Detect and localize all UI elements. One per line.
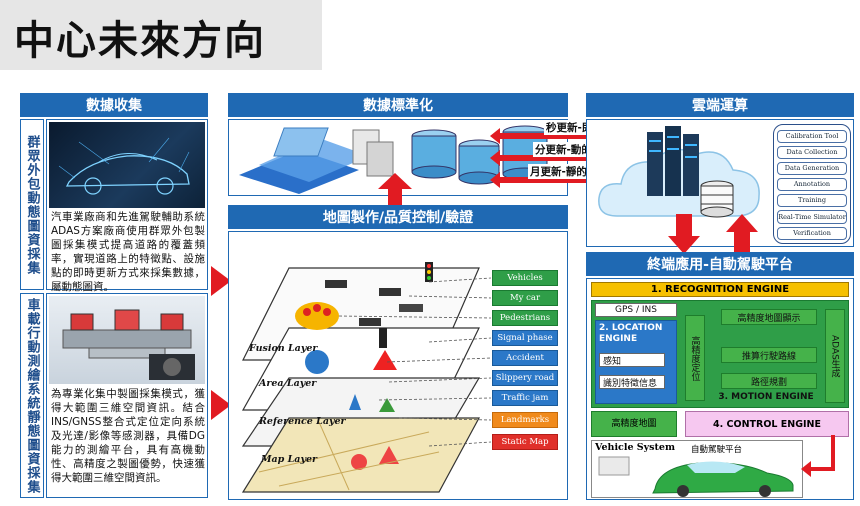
hd-map-box: 高精度地圖	[591, 411, 677, 437]
car-illustration-icon	[598, 456, 794, 497]
page-title: 中心未來方向	[14, 18, 266, 64]
control-engine-box: 4. CONTROL ENGINE	[685, 411, 849, 437]
cloud-item: Verification	[777, 227, 847, 240]
tag-pedestrians: Pedestrians	[492, 310, 558, 326]
standard-header: 數據標準化	[228, 93, 568, 117]
area-layer-label: Area Layer	[259, 378, 317, 389]
motion-engine-label: 3. MOTION ENGINE	[718, 392, 814, 402]
map-layers-graphic	[241, 262, 492, 493]
cloud-item: Data Collection	[777, 146, 847, 159]
vehicle-label: 車載行動測繪系統靜態圖資採集	[20, 293, 44, 498]
vehicle-panel: 為專業化集中製圖採集模式，獲得大範圍三維空間資訊。結合INS/GNSS整合式定位…	[46, 293, 208, 498]
map-layer-label: Map Layer	[261, 454, 318, 465]
auto-platform-label: 自動駕駛平台	[691, 445, 743, 455]
cloud-item: Data Generation	[777, 162, 847, 175]
cloud-item: Calibration Tool	[777, 130, 847, 143]
title-banner	[0, 0, 322, 70]
tag-my-car: My car	[492, 290, 558, 306]
crowd-label: 群眾外包動態圖資採集	[20, 119, 44, 290]
location-engine-label: 2. LOCATION ENGINE	[599, 323, 663, 344]
collect-header: 數據收集	[20, 93, 208, 117]
map-prod-panel: Fusion Layer Area Layer Reference Layer …	[228, 231, 568, 500]
cloud-tools-box	[773, 124, 851, 244]
reference-layer-label: Reference Layer	[259, 416, 346, 427]
hd-display-box: 高精度地圖顯示	[721, 309, 817, 325]
hd-position-box: 高精度定位	[685, 315, 705, 401]
mapping-rig-image	[49, 296, 205, 384]
up-down-arrows-icon	[668, 214, 758, 254]
arrow-up-icon	[378, 173, 412, 211]
driving-path-box: 推算行駛路線	[721, 347, 817, 363]
adas-box: ADAS生成	[825, 309, 845, 403]
cloud-panel: Calibration Tool Data Collection Data Ge…	[586, 119, 854, 247]
cloud-server-icon	[598, 126, 760, 218]
cloud-item: Annotation	[777, 178, 847, 191]
tag-traffic-jam: Traffic jam	[492, 390, 558, 406]
vehicle-system-label: Vehicle System	[595, 442, 676, 453]
crowd-panel: 汽車業廠商和先進駕駛輔助系統ADAS方案廠商使用群眾外包製圖採集模式提高道路的覆…	[46, 119, 208, 293]
vehicle-text: 為專業化集中製圖採集模式，獲得大範圍三維空間資訊。結合INS/GNSS整合式定位…	[51, 388, 205, 484]
path-plan-box: 路徑規劃	[721, 373, 817, 389]
tag-landmarks: Landmarks	[492, 412, 558, 428]
feature-box: 識別特徵信息	[599, 375, 665, 389]
arrow-right-icon	[211, 390, 231, 420]
arrow-down-left-icon	[801, 435, 835, 477]
mapping-rig-icon	[62, 309, 195, 380]
sync-arrows	[490, 124, 630, 190]
tag-vehicles: Vehicles	[492, 270, 558, 286]
tag-slippery-road: Slippery road	[492, 370, 558, 386]
terminal-panel: 1. RECOGNITION ENGINE GPS / INS 2. LOCAT…	[586, 278, 854, 500]
cloud-item: Real-Time Simulator	[777, 210, 847, 224]
tag-accident: Accident	[492, 350, 558, 366]
cloud-item: Training	[777, 194, 847, 207]
tag-signal-phase: Signal phase	[492, 330, 558, 346]
car-sensor-image	[49, 122, 205, 208]
map-prod-header: 地圖製作/品質控制/驗證	[228, 205, 568, 229]
terminal-header: 終端應用-自動駕駛平台	[586, 252, 854, 276]
recognition-engine: 1. RECOGNITION ENGINE	[591, 282, 849, 297]
tag-static-map: Static Map	[492, 434, 558, 450]
double-arrow-icon	[490, 128, 630, 188]
car-wireframe-icon	[58, 137, 190, 195]
arrow-right-icon	[211, 266, 231, 296]
gps-ins-box: GPS / INS	[595, 303, 677, 317]
cloud-header: 雲端運算	[586, 93, 854, 117]
fusion-layer-label: Fusion Layer	[249, 343, 318, 354]
perception-box: 感知	[599, 353, 665, 367]
crowd-text: 汽車業廠商和先進駕駛輔助系統ADAS方案廠商使用群眾外包製圖採集模式提高道路的覆…	[51, 211, 205, 293]
